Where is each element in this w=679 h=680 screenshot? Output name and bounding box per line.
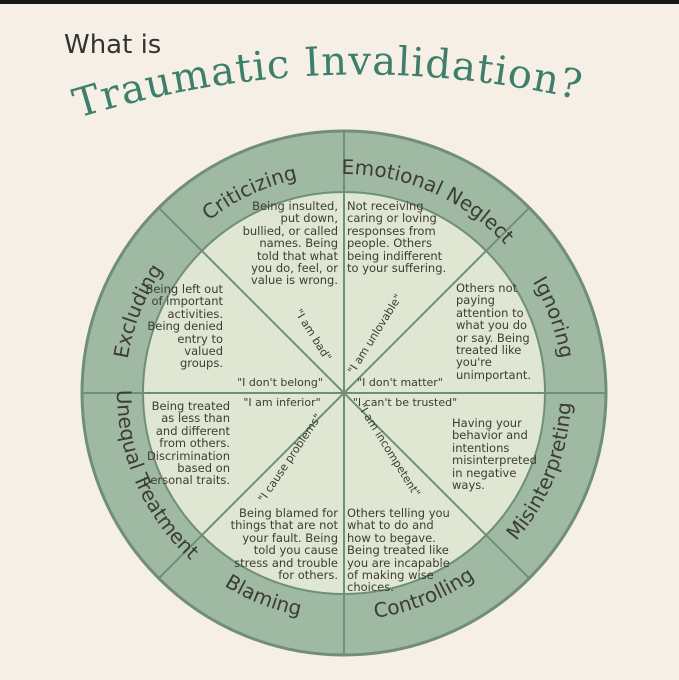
description-misinterpreting: Having your behavior and intentions misi… (452, 416, 537, 493)
description-controlling: Others telling you what to do and how to… (347, 506, 450, 595)
belief-excluding: "I don't belong" (237, 376, 323, 389)
belief-misinterpreting: "I can't be trusted" (353, 396, 457, 409)
belief-unequal-treatment: "I am inferior" (243, 396, 320, 409)
description-emotional-neglect: Not receiving caring or loving responses… (347, 199, 447, 276)
description-criticizing: Being insulted, put down, bullied, or ca… (242, 199, 338, 288)
belief-ignoring: "I don't matter" (357, 376, 443, 389)
description-unequal-treatment: Being treated as less than and different… (143, 399, 230, 488)
title-prefix: What is (64, 30, 162, 60)
divider-lines (82, 131, 606, 655)
description-blaming: Being blamed for things that are not you… (230, 506, 338, 583)
top-bar (0, 0, 679, 4)
description-ignoring: Others not paying attention to what you … (456, 281, 532, 382)
description-excluding: Being left out of important activities. … (145, 282, 223, 371)
page-title: Traumatic Invalidation? (68, 38, 587, 127)
